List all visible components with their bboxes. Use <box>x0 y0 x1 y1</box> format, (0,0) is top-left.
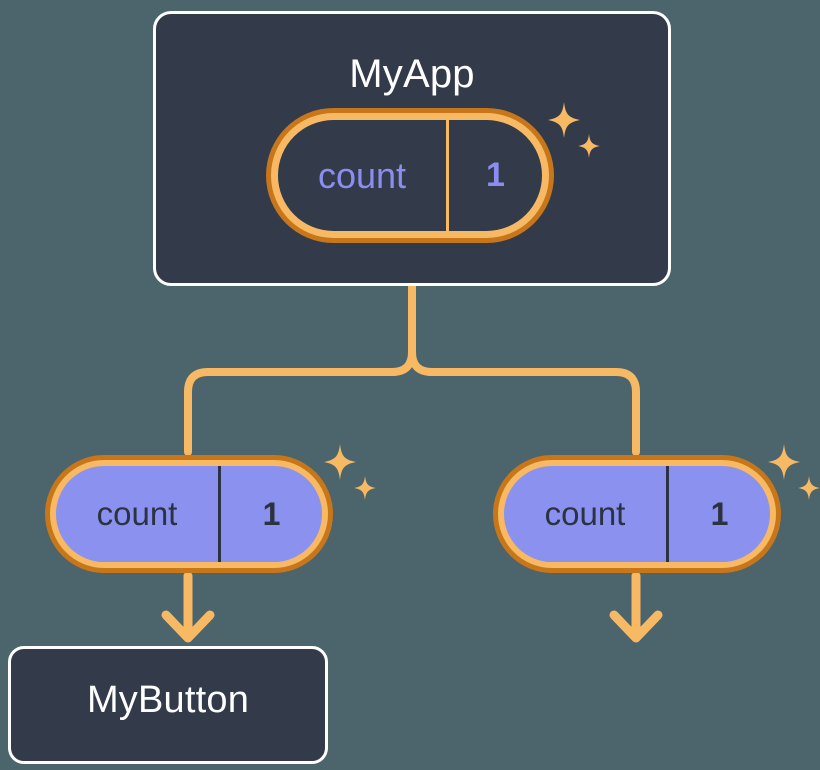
arrow-right <box>609 571 663 643</box>
state-value-label: 1 <box>446 120 542 231</box>
state-pill-inner-ring: count 1 <box>50 460 328 568</box>
component-title-myapp: MyApp <box>349 52 475 96</box>
state-pill-face: count 1 <box>504 466 770 562</box>
state-pill-inner-ring: count 1 <box>271 113 549 238</box>
state-key-label: count <box>96 495 178 532</box>
state-value-label: 1 <box>666 466 770 562</box>
state-pill-left[interactable]: count 1 <box>45 455 333 573</box>
connector-right <box>408 282 640 456</box>
state-value-label: 1 <box>218 466 322 562</box>
state-pill-face: count 1 <box>56 466 322 562</box>
connector-left <box>184 282 416 456</box>
arrow-left <box>161 571 215 643</box>
state-pill-face: count 1 <box>278 120 542 231</box>
state-pill-myapp[interactable]: count 1 <box>266 108 554 243</box>
component-title-mybutton: MyButton <box>86 679 250 721</box>
component-card-mybutton-left[interactable]: MyButton <box>8 646 328 764</box>
state-pill-inner-ring: count 1 <box>498 460 776 568</box>
state-key-label: count <box>544 495 626 532</box>
state-pill-right[interactable]: count 1 <box>493 455 781 573</box>
state-key-label: count <box>317 154 407 196</box>
